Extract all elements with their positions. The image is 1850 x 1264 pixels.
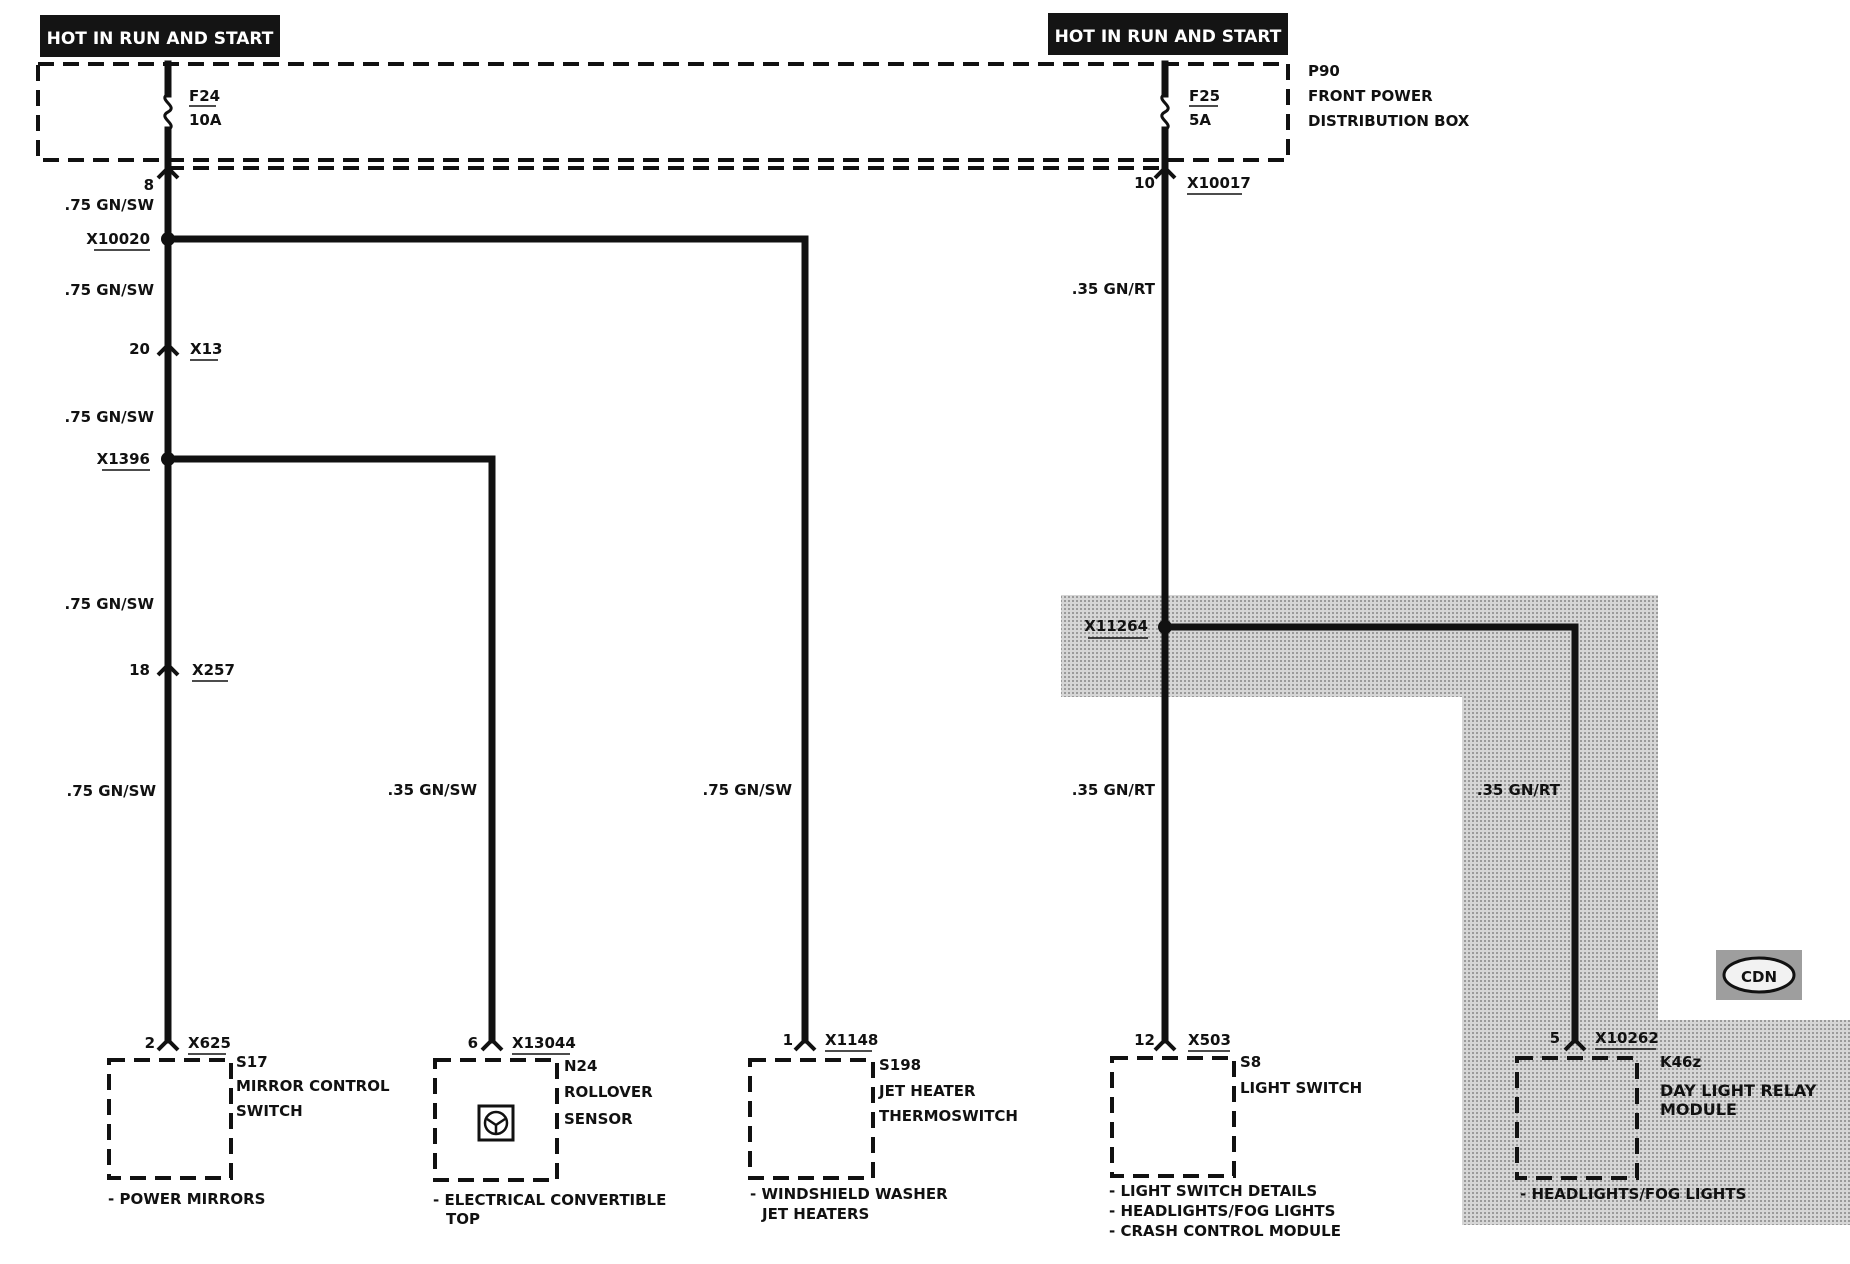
s8-connector-arrow: [1153, 1037, 1177, 1052]
n24-ref-2: TOP: [446, 1210, 480, 1228]
right-trunk-wire-2-label: .35 GN/RT: [1072, 781, 1156, 799]
branch-rollover-wire-label: .35 GN/SW: [388, 781, 478, 799]
shaded-option-area: [1061, 595, 1850, 1225]
distribution-box-outline: [36, 62, 1290, 162]
branch-jet-heater-wire: [164, 235, 809, 1044]
splice-x11264-label: X11264: [1084, 617, 1148, 635]
left-trunk-wire-5-label: .75 GN/SW: [67, 782, 157, 800]
banner-left-text: HOT IN RUN AND START: [47, 29, 274, 49]
s17-name-1: MIRROR CONTROL: [236, 1077, 390, 1095]
branch-rollover-wire: [164, 455, 496, 1044]
sensor-icon: [477, 1104, 515, 1142]
s198-pin: 1: [783, 1031, 793, 1049]
s17-name-2: SWITCH: [236, 1102, 303, 1120]
connector-x13-pin: 20: [129, 340, 150, 358]
connector-x257-pin: 18: [129, 661, 150, 679]
left-trunk-pin: 8: [144, 176, 154, 194]
left-trunk-wire-4-label: .75 GN/SW: [65, 595, 155, 613]
s17-box: [107, 1058, 233, 1180]
s198-id: S198: [879, 1056, 921, 1074]
distribution-box-id: P90: [1308, 62, 1340, 80]
component-s198: 1 X1148 S198 JET HEATER THERMOSWITCH - W…: [748, 1031, 1018, 1223]
splice-x10020-label: X10020: [86, 230, 150, 248]
fuse-f25-id: F25: [1189, 87, 1220, 105]
connector-x257-id: X257: [192, 661, 235, 679]
left-trunk-wire-3-label: .75 GN/SW: [65, 408, 155, 426]
n24-connector: X13044: [512, 1034, 576, 1052]
component-s17: 2 X625 S17 MIRROR CONTROL SWITCH - POWER…: [107, 1034, 390, 1208]
component-s8: 12 X503 S8 LIGHT SWITCH - LIGHT SWITCH D…: [1109, 1031, 1362, 1240]
n24-id: N24: [564, 1057, 597, 1075]
s8-id: S8: [1240, 1053, 1261, 1071]
left-trunk-wire-1-label: .75 GN/SW: [65, 196, 155, 214]
s17-ref-1: - POWER MIRRORS: [108, 1190, 265, 1208]
banner-right: HOT IN RUN AND START: [1048, 13, 1288, 55]
s198-connector: X1148: [825, 1031, 878, 1049]
n24-pin: 6: [468, 1034, 478, 1052]
k46z-name-1: DAY LIGHT RELAY: [1660, 1081, 1817, 1100]
banner-right-text: HOT IN RUN AND START: [1055, 27, 1282, 47]
n24-name-2: SENSOR: [564, 1110, 633, 1128]
n24-ref-1: - ELECTRICAL CONVERTIBLE: [433, 1191, 666, 1209]
s198-box: [748, 1058, 875, 1180]
connector-x257-arrow: [156, 662, 180, 677]
n24-connector-arrow: [480, 1037, 504, 1052]
cdn-badge-text: CDN: [1741, 968, 1777, 986]
s8-name-1: LIGHT SWITCH: [1240, 1079, 1362, 1097]
left-trunk-wire-2-label: .75 GN/SW: [65, 281, 155, 299]
s8-ref-3: - CRASH CONTROL MODULE: [1109, 1222, 1341, 1240]
n24-box: [433, 1058, 559, 1182]
s8-ref-2: - HEADLIGHTS/FOG LIGHTS: [1109, 1202, 1335, 1220]
k46z-connector-arrow: [1563, 1037, 1587, 1052]
fuse-f24-rating: 10A: [189, 111, 222, 129]
fuse-f24-symbol: [163, 92, 173, 132]
distribution-box-label-2: DISTRIBUTION BOX: [1308, 112, 1470, 130]
s8-connector: X503: [1188, 1031, 1231, 1049]
s198-connector-arrow: [793, 1037, 817, 1052]
s8-ref-1: - LIGHT SWITCH DETAILS: [1109, 1182, 1317, 1200]
n24-name-1: ROLLOVER: [564, 1083, 653, 1101]
k46z-name-2: MODULE: [1660, 1100, 1737, 1119]
right-trunk-pin: 10: [1134, 174, 1155, 192]
s8-box: [1110, 1056, 1236, 1178]
branch-day-light-wire: [1161, 623, 1579, 1044]
component-k46z: 5 X10262 K46z DAY LIGHT RELAY MODULE - H…: [1515, 1029, 1817, 1203]
branch-day-light-wire-label: .35 GN/RT: [1477, 781, 1561, 799]
s198-ref-1: - WINDSHIELD WASHER: [750, 1185, 948, 1203]
connector-x10017-id: X10017: [1187, 174, 1251, 192]
s8-pin: 12: [1134, 1031, 1155, 1049]
k46z-connector: X10262: [1595, 1029, 1659, 1047]
s198-name-2: THERMOSWITCH: [879, 1107, 1018, 1125]
left-trunk-top-arrow: [156, 165, 180, 180]
s198-ref-2: JET HEATERS: [761, 1205, 869, 1223]
k46z-pin: 5: [1550, 1029, 1560, 1047]
branch-jet-heater-wire-label: .75 GN/SW: [703, 781, 793, 799]
k46z-box: [1515, 1056, 1639, 1180]
s17-connector-arrow: [156, 1037, 180, 1052]
splice-x1396-label: X1396: [97, 450, 150, 468]
k46z-ref-1: - HEADLIGHTS/FOG LIGHTS: [1520, 1185, 1746, 1203]
fuse-f25-rating: 5A: [1189, 111, 1211, 129]
right-trunk-wire-1-label: .35 GN/RT: [1072, 280, 1156, 298]
fuse-f25-symbol: [1160, 92, 1170, 132]
s17-id: S17: [236, 1053, 268, 1071]
fuse-f24-id: F24: [189, 87, 220, 105]
s198-name-1: JET HEATER: [878, 1082, 976, 1100]
distribution-box-label-1: FRONT POWER: [1308, 87, 1433, 105]
k46z-id: K46z: [1660, 1053, 1701, 1071]
connector-x13-arrow: [156, 342, 180, 357]
s17-pin: 2: [145, 1034, 155, 1052]
component-n24: 6 X13044 N24 ROLLOVER SENSOR - ELECTRICA…: [433, 1034, 666, 1228]
banner-left: HOT IN RUN AND START: [40, 15, 280, 57]
s17-connector: X625: [188, 1034, 231, 1052]
connector-x13-id: X13: [190, 340, 222, 358]
right-trunk-top-arrow: [1153, 165, 1177, 180]
cdn-badge: CDN: [1716, 950, 1802, 1000]
